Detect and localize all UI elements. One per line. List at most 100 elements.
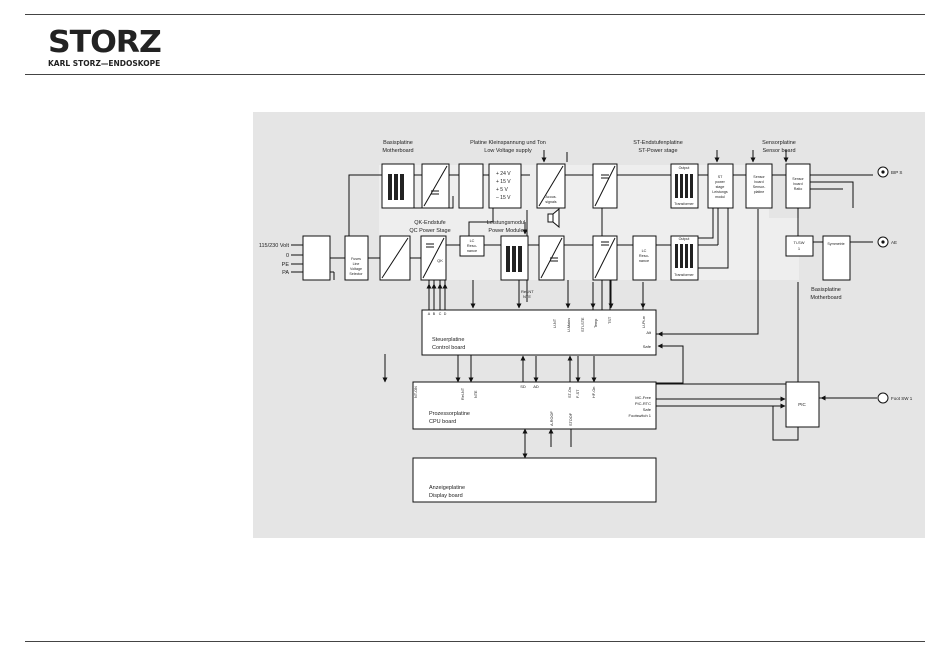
st-power-subtitle: ST-Power stage — [638, 148, 677, 154]
rel-nt-label: Rel-NT — [521, 289, 534, 294]
pe-input-label: PE — [282, 262, 290, 268]
ad-signal: AD — [533, 384, 539, 389]
st-stage-label-1: ST — [718, 175, 723, 179]
brand-wordmark: STORZ — [48, 25, 162, 60]
ae-jack-label: AE — [891, 240, 897, 245]
bottom-rule — [25, 641, 925, 642]
footswitch-jack-label: Foot SW 1 — [891, 396, 913, 401]
low-voltage-rails-box — [488, 163, 522, 209]
voltage-minus-15: – 15 V — [496, 195, 511, 201]
qk-power-box — [420, 235, 447, 281]
converter-symbols — [381, 165, 616, 279]
display-board-subtitle: Display board — [429, 493, 463, 499]
st-power-title: ST-Endstufenplatine — [633, 140, 683, 146]
lc-label-qk: LC — [470, 239, 475, 243]
stoof-signal: STOOF — [569, 412, 573, 426]
qk-power-title: QK-Endstufe — [414, 220, 446, 226]
signal-b: B — [433, 312, 436, 316]
cpu-board-box — [412, 381, 657, 430]
fuses-label: Fuses — [351, 257, 361, 261]
line-label: Line — [353, 262, 360, 266]
block-diagram: 115/230 Volt 0 PE PA Fuses Line Voltage … — [253, 112, 925, 538]
ti-sw-number: 1 — [798, 246, 801, 251]
pic-box — [785, 381, 820, 428]
motherboard-bottom-title: Basisplatine — [811, 287, 841, 293]
voltage-label: Voltage — [350, 267, 362, 271]
mains-input-label: 115/230 Volt — [259, 243, 290, 249]
cpu-board-title: Prozessorplatine — [429, 411, 470, 417]
lc-label-st: LC — [642, 249, 647, 253]
hf-on-signal: HF-On — [592, 387, 596, 398]
low-voltage-box — [458, 163, 484, 209]
low-voltage-subtitle: Low Voltage supply — [484, 148, 532, 154]
block-diagram-panel: 115/230 Volt 0 PE PA Fuses Line Voltage … — [253, 112, 925, 538]
safe-label-cpu: Safe — [643, 407, 652, 412]
sensor-ratio-label-3: Ratio — [794, 187, 802, 191]
band-lower — [379, 218, 799, 280]
st-stage-label-5: modul — [715, 195, 725, 199]
u-pt-m-signal: U-Pt-m — [642, 316, 646, 328]
reso-label-st: Reso- — [639, 254, 650, 258]
sensor-box-label-1: Sensor — [753, 175, 765, 179]
sensor-board-box — [745, 163, 773, 209]
st-stage-label-3: stage — [716, 185, 725, 189]
qk-lc-box — [459, 235, 485, 257]
sensor-board-title: Sensorplatine — [762, 140, 796, 146]
u-mains-signal: U-Mains — [567, 318, 571, 332]
fuses-selector-box — [344, 235, 369, 281]
diagram-labels: 115/230 Volt 0 PE PA Fuses Line Voltage … — [259, 140, 913, 499]
qk-power-subtitle: QC Power Stage — [409, 228, 450, 234]
footswitch-label: Footswitch 1 — [629, 413, 652, 418]
transformer-label-upper: Transformer — [674, 202, 694, 206]
u-nt-signal: U-NT — [553, 318, 557, 328]
bip-jack-label: BIP S — [891, 170, 902, 175]
nance-label-st: nance — [639, 259, 649, 263]
sensor-board-subtitle: Sensor board — [762, 148, 795, 154]
blocks — [302, 163, 851, 503]
motherboard-bottom-subtitle: Motherboard — [810, 295, 841, 301]
voltage-15: + 15 V — [496, 179, 511, 185]
signal-c: C — [439, 312, 442, 316]
cpu-board-subtitle: CPU board — [429, 419, 456, 425]
tst-signal: TST — [608, 316, 612, 324]
sti-ste-signal: STI-STE — [581, 317, 585, 332]
qk-label: QK — [437, 258, 443, 263]
sensor-ratio-label-2: board — [793, 182, 802, 186]
low-voltage-title: Platine Kleinspannung und Ton — [470, 140, 546, 146]
display-board-box — [412, 457, 657, 503]
transformer-label-lower: Transformer — [674, 273, 694, 277]
power-module-subtitle: Power Module — [488, 228, 523, 234]
reso-label-qk: Reso- — [467, 244, 478, 248]
a-roof-signal: A-ROOF — [550, 411, 554, 426]
st-lc-box — [632, 235, 657, 281]
mains-filter-box — [302, 235, 331, 281]
mc-free-label: MC-Free — [635, 395, 652, 400]
f-st-signal: F-ST — [576, 389, 580, 398]
nte-signal: NTE — [474, 390, 478, 398]
control-board-title: Steuerplatine — [432, 337, 464, 343]
safe-label-control: Safe — [643, 344, 652, 349]
sd-signal: SD — [520, 384, 526, 389]
output-label-lower: Output — [679, 237, 690, 241]
motherboard-top-title: Basisplatine — [383, 140, 413, 146]
acoustic-label: Acous. — [546, 195, 557, 199]
sensor-box-label-2: board — [754, 180, 763, 184]
speaker-icon — [547, 207, 560, 229]
signal-a: A — [428, 312, 431, 316]
transformer-cores — [388, 174, 693, 272]
power-module-title: Leistungsmodul — [487, 220, 526, 226]
header-divider — [25, 74, 925, 75]
nte-label: NTE — [523, 294, 531, 299]
sensor-ratio-box — [785, 163, 811, 209]
sensor-box-label-3: Sensor- — [753, 185, 766, 189]
pic-rtc-label: PIC-RTC — [635, 401, 651, 406]
st-on-signal: ST-On — [568, 387, 572, 398]
signals-label: signals — [545, 200, 556, 204]
storz-logo: STORZ KARL STORZ—ENDOSKOPE — [48, 28, 162, 69]
display-board-title: Anzeigeplatine — [429, 485, 465, 491]
st-stage-label-2: power — [715, 180, 726, 184]
control-board-box — [421, 309, 657, 356]
voltage-5: + 5 V — [496, 187, 508, 193]
st-power-stage-box — [707, 163, 734, 209]
motherboard-top-subtitle: Motherboard — [382, 148, 413, 154]
